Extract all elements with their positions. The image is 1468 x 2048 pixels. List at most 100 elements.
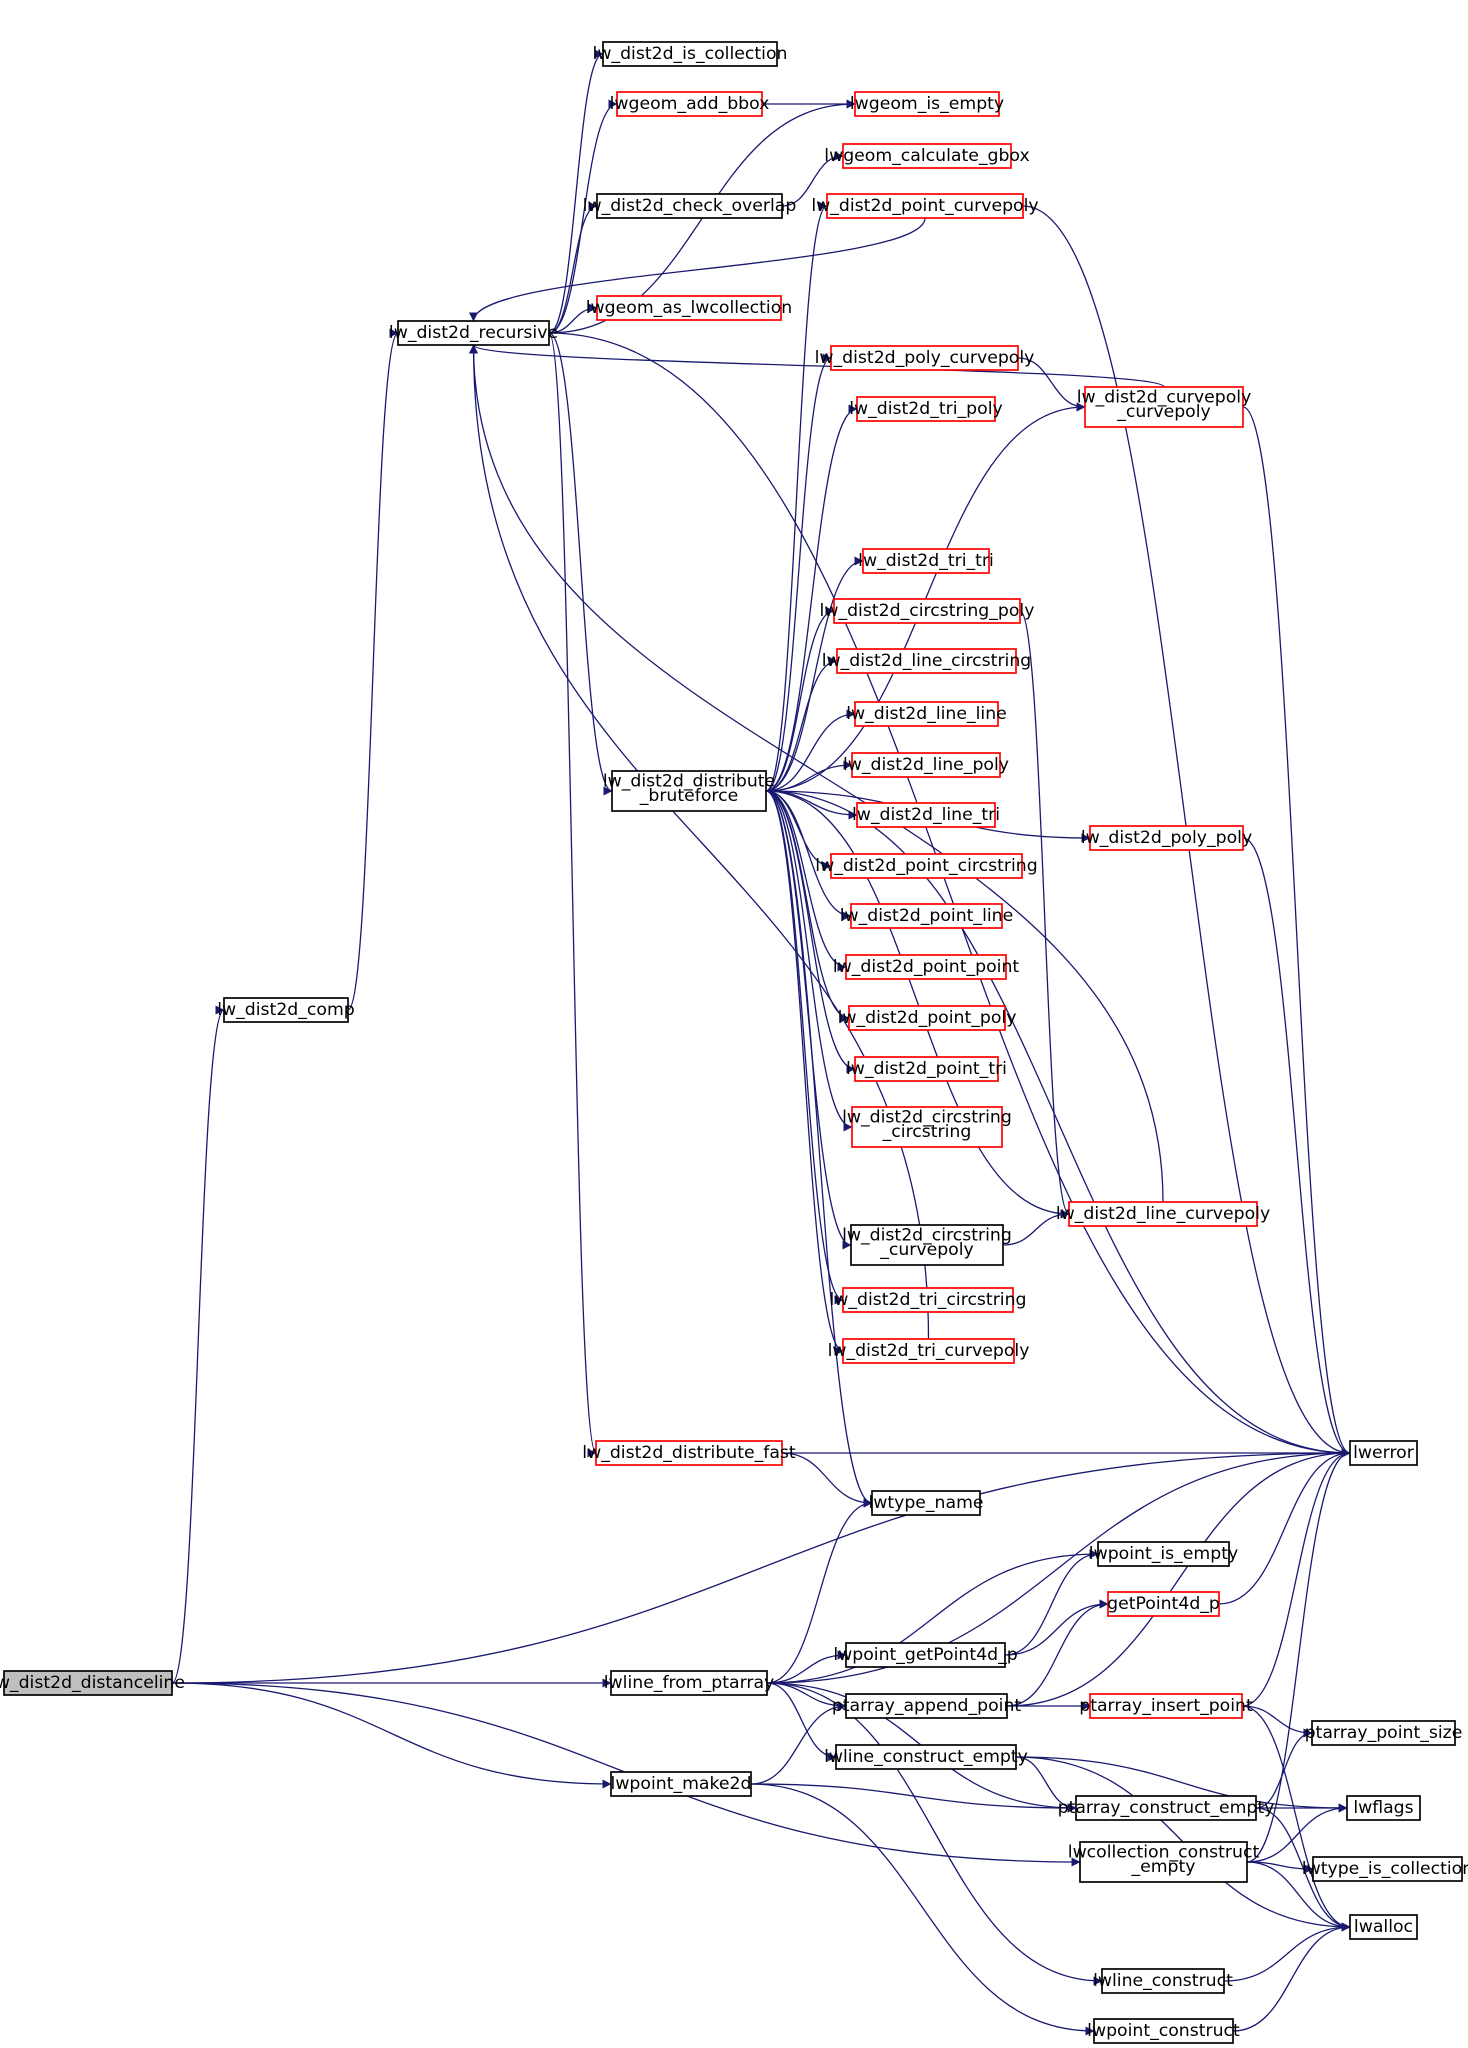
edge-line [548, 332, 597, 1458]
edge-line [1241, 1705, 1313, 1738]
node-label: ptarray_point_size [1305, 1723, 1463, 1743]
node-label: lwflags [1353, 1798, 1413, 1818]
node-distanceline: lw_dist2d_distanceline [0, 1670, 185, 1696]
node-pt-poly[interactable]: lw_dist2d_point_poly [838, 1005, 1017, 1031]
edge-bruteforce-to-pt-curvepoly [765, 201, 828, 792]
node-label: lw_dist2d_tri_tri [858, 551, 994, 571]
node-box [830, 345, 1019, 371]
edge-line [548, 201, 598, 334]
node-label: lwpoint_construct [1087, 2021, 1240, 2041]
node-curvepoly-curvepoly[interactable]: lw_dist2d_curvepoly_curvepoly [1077, 386, 1252, 428]
edge-line [766, 1682, 837, 1762]
node-pt-circ[interactable]: lw_dist2d_point_circstring [815, 853, 1038, 879]
node-box [851, 752, 1001, 778]
node-tri-curvepoly[interactable]: lw_dist2d_tri_curvepoly [828, 1338, 1030, 1364]
edge-check-overlap-to-calc-gbox [781, 151, 844, 207]
edge-ptarray-construct-empty-to-ptarray-point-size [1255, 1728, 1313, 1809]
node-tri-tri[interactable]: lw_dist2d_tri_tri [858, 548, 994, 574]
edge-ptarray-insert-point-to-ptarray-point-size [1241, 1705, 1313, 1738]
edge-line [766, 1682, 1103, 1986]
edge-lwcoll-construct-empty-to-lwalloc [1246, 1861, 1351, 1932]
edge-line-from-ptarray-to-lwerror [766, 1448, 1351, 1684]
node-box [1346, 1795, 1421, 1821]
node-tri-circ[interactable]: lw_dist2d_tri_circstring [829, 1287, 1027, 1313]
edge-line-from-ptarray-to-lwline-construct-empty [766, 1682, 837, 1762]
node-lwtype-is-collection: lwtype_is_collection [1302, 1856, 1468, 1882]
edge-line [781, 1452, 873, 1508]
node-line-tri[interactable]: lw_dist2d_line_tri [852, 802, 1000, 828]
node-dist-fast[interactable]: lw_dist2d_distribute_fast [582, 1440, 796, 1466]
edge-line-from-ptarray-to-lwline-construct [766, 1682, 1103, 1986]
edge-bruteforce-to-pt-pt [765, 790, 847, 972]
node-box [848, 1005, 1006, 1031]
edge-bruteforce-to-pt-line [765, 790, 852, 921]
node-label: lw_dist2d_line_tri [852, 805, 1000, 825]
node-circ-poly[interactable]: lw_dist2d_circstring_poly [820, 598, 1035, 624]
node-add-bbox[interactable]: lwgeom_add_bbox [610, 91, 770, 117]
node-box [871, 1490, 981, 1516]
node-pt-pt[interactable]: lw_dist2d_point_point [833, 954, 1020, 980]
node-ptarray-insert-point[interactable]: ptarray_insert_point [1079, 1693, 1253, 1719]
node-box [1084, 386, 1244, 428]
node-circ-circ[interactable]: lw_dist2d_circstring_circstring [842, 1106, 1012, 1148]
edge-bruteforce-to-lwtype-name [765, 790, 873, 1508]
node-circ-curvepoly: lw_dist2d_circstring_curvepoly [842, 1224, 1012, 1266]
node-label: lw_dist2d_circstring_poly [820, 601, 1035, 621]
edge-distanceline-to-comp [171, 1005, 225, 1684]
edge-bruteforce-to-circ-circ [765, 790, 853, 1132]
edge-comp-to-recursive [347, 328, 399, 1011]
node-box [854, 701, 999, 727]
node-label: lw_dist2d_is_collection [593, 44, 788, 64]
node-pt-tri[interactable]: lw_dist2d_point_tri [846, 1056, 1007, 1082]
edge-line [766, 1498, 873, 1684]
edge-line [765, 790, 853, 1132]
edge-line [1241, 1448, 1351, 1707]
node-box [854, 1056, 999, 1082]
node-label: _curvepoly [1116, 402, 1211, 422]
edge-line [1255, 1807, 1351, 1932]
node-pt-curvepoly[interactable]: lw_dist2d_point_curvepoly [811, 193, 1039, 219]
node-box [596, 295, 782, 321]
edge-line [1246, 1448, 1351, 1863]
edge-bruteforce-to-tri-curvepoly [765, 790, 844, 1356]
node-getPoint4d-p[interactable]: getPoint4d_p [1107, 1591, 1220, 1617]
node-as-lwcoll[interactable]: lwgeom_as_lwcollection [586, 295, 792, 321]
edge-line-from-ptarray-to-lwtype-name [766, 1498, 873, 1684]
edge-line [766, 1549, 1099, 1684]
edge-lwpoint-getPoint4d-p-to-lwpoint-is-empty [1004, 1549, 1099, 1656]
node-is-empty[interactable]: lwgeom_is_empty [850, 91, 1004, 117]
edge-line [1006, 1599, 1109, 1707]
node-line-curvepoly[interactable]: lw_dist2d_line_curvepoly [1056, 1201, 1270, 1227]
node-label: ptarray_insert_point [1079, 1696, 1253, 1716]
edge-line [469, 344, 930, 1340]
node-label: lw_dist2d_circstring [842, 1108, 1012, 1128]
node-line-line[interactable]: lw_dist2d_line_line [846, 701, 1007, 727]
node-box [1089, 1693, 1243, 1719]
edge-line [765, 606, 835, 792]
edge-poly-curvepoly-to-curvepoly-curvepoly [1017, 357, 1086, 412]
edge-line [171, 1005, 225, 1684]
edge-pt-curvepoly-to-recursive [469, 217, 926, 322]
node-label: lw_dist2d_tri_curvepoly [828, 1341, 1030, 1361]
node-poly-curvepoly[interactable]: lw_dist2d_poly_curvepoly [815, 345, 1035, 371]
node-label: lwpoint_getPoint4d_p [833, 1645, 1017, 1665]
edge-line [765, 790, 1351, 1458]
node-box [1107, 1591, 1220, 1617]
edge-tri-curvepoly-to-recursive [469, 344, 930, 1340]
edge-line [1017, 357, 1086, 412]
node-lwflags: lwflags [1346, 1795, 1421, 1821]
node-tri-poly[interactable]: lw_dist2d_tri_poly [849, 396, 1003, 422]
edge-lwline-construct-to-lwalloc [1223, 1922, 1351, 1982]
edge-line-from-ptarray-to-lwpoint-getPoint4d-p [766, 1650, 847, 1684]
node-line-circ[interactable]: lw_dist2d_line_circstring [822, 648, 1032, 674]
node-is-collection: lw_dist2d_is_collection [593, 41, 788, 67]
node-box [1079, 1841, 1248, 1883]
node-pt-line[interactable]: lw_dist2d_point_line [840, 903, 1013, 929]
node-box [1101, 1968, 1225, 1994]
node-poly-poly[interactable]: lw_dist2d_poly_poly [1081, 825, 1252, 851]
node-line-poly[interactable]: lw_dist2d_line_poly [843, 752, 1009, 778]
node-calc-gbox[interactable]: lwgeom_calculate_gbox [824, 143, 1030, 169]
node-box [845, 1642, 1006, 1668]
node-label: lw_dist2d_circstring [842, 1226, 1012, 1246]
node-box [595, 1440, 783, 1466]
